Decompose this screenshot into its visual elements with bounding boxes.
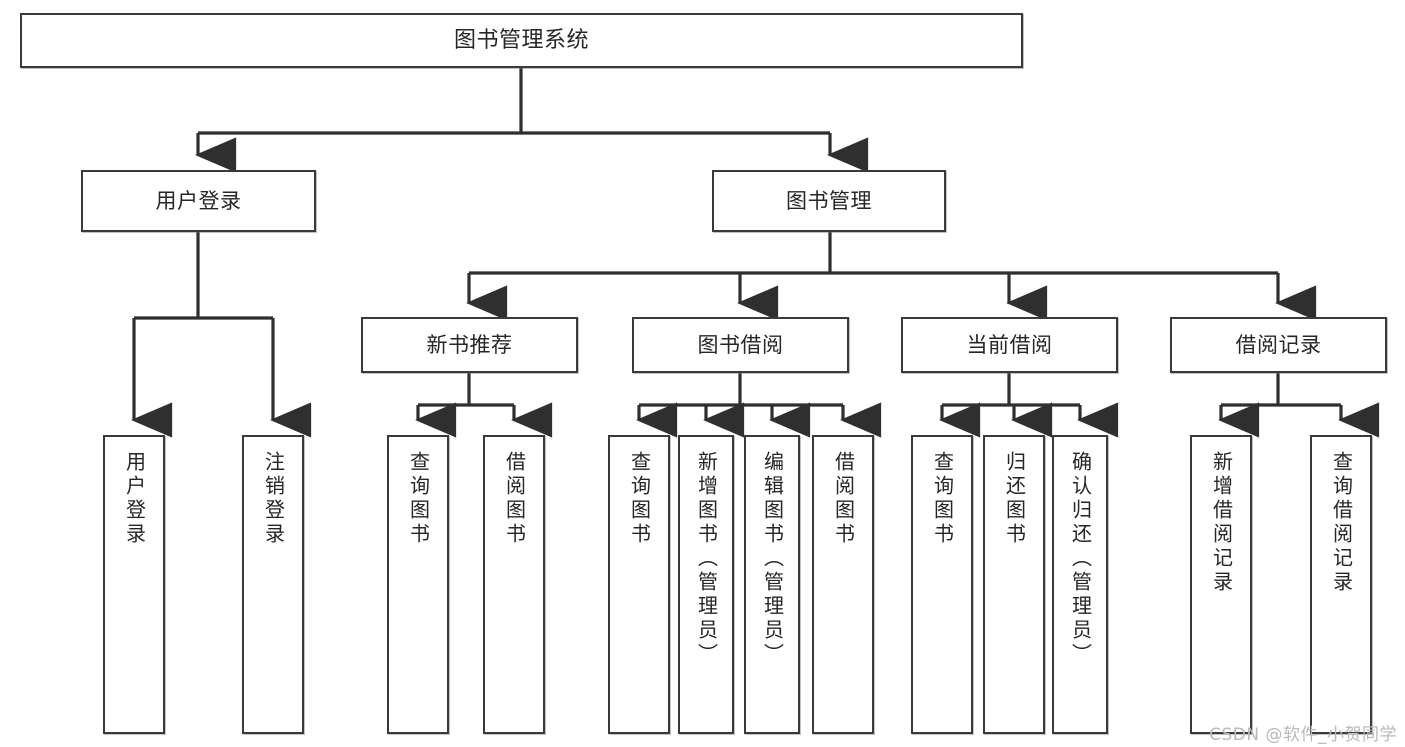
- node-leaf-query-record-label: 查询借阅记录: [1329, 451, 1354, 595]
- node-leaf-add-book-label: 新增图书（管理员）: [694, 451, 719, 667]
- node-user-login[interactable]: 用户登录: [81, 170, 316, 232]
- node-user-login-label: 用户登录: [155, 188, 242, 213]
- node-leaf-user-logout-label: 注销登录: [261, 451, 286, 547]
- node-leaf-edit-book-label: 编辑图书（管理员）: [760, 451, 785, 667]
- node-borrow-record-label: 借阅记录: [1235, 332, 1322, 357]
- node-leaf-confirm-return-label: 确认归还（管理员）: [1068, 451, 1093, 667]
- node-current-borrow[interactable]: 当前借阅: [901, 317, 1118, 373]
- node-leaf-return-book-label: 归还图书: [1002, 451, 1027, 547]
- node-leaf-confirm-return[interactable]: 确认归还（管理员）: [1052, 435, 1108, 734]
- node-book-manage-label: 图书管理: [786, 188, 872, 213]
- node-leaf-add-book[interactable]: 新增图书（管理员）: [678, 435, 734, 734]
- node-leaf-query-book-2[interactable]: 查询图书: [608, 435, 670, 734]
- node-leaf-edit-book[interactable]: 编辑图书（管理员）: [744, 435, 800, 734]
- node-leaf-borrow-book-1[interactable]: 借阅图书: [483, 435, 545, 734]
- node-leaf-user-login[interactable]: 用户登录: [103, 435, 165, 734]
- node-book-borrow-label: 图书借阅: [697, 332, 784, 357]
- node-book-borrow[interactable]: 图书借阅: [632, 317, 849, 373]
- node-leaf-add-record[interactable]: 新增借阅记录: [1190, 435, 1252, 734]
- node-new-book-recommend[interactable]: 新书推荐: [361, 317, 578, 373]
- csdn-watermark: CSDN @软件_小贺同学: [1209, 725, 1397, 745]
- node-borrow-record[interactable]: 借阅记录: [1170, 317, 1387, 373]
- node-leaf-query-book-3[interactable]: 查询图书: [911, 435, 973, 734]
- node-leaf-user-logout[interactable]: 注销登录: [242, 435, 304, 734]
- node-leaf-add-record-label: 新增借阅记录: [1209, 451, 1234, 595]
- node-current-borrow-label: 当前借阅: [966, 332, 1053, 357]
- node-leaf-borrow-book-2-label: 借阅图书: [831, 451, 856, 547]
- node-leaf-return-book[interactable]: 归还图书: [983, 435, 1045, 734]
- node-leaf-query-book-2-label: 查询图书: [627, 451, 652, 547]
- node-leaf-query-record[interactable]: 查询借阅记录: [1310, 435, 1372, 734]
- node-leaf-query-book-1-label: 查询图书: [406, 451, 431, 547]
- node-new-book-recommend-label: 新书推荐: [426, 332, 513, 357]
- node-leaf-query-book-3-label: 查询图书: [930, 451, 955, 547]
- node-root-system-label: 图书管理系统: [453, 27, 589, 53]
- node-leaf-user-login-label: 用户登录: [122, 451, 147, 547]
- node-leaf-borrow-book-1-label: 借阅图书: [502, 451, 527, 547]
- node-leaf-borrow-book-2[interactable]: 借阅图书: [812, 435, 874, 734]
- node-leaf-query-book-1[interactable]: 查询图书: [387, 435, 449, 734]
- node-root-system[interactable]: 图书管理系统: [20, 13, 1023, 68]
- node-book-manage[interactable]: 图书管理: [712, 170, 946, 232]
